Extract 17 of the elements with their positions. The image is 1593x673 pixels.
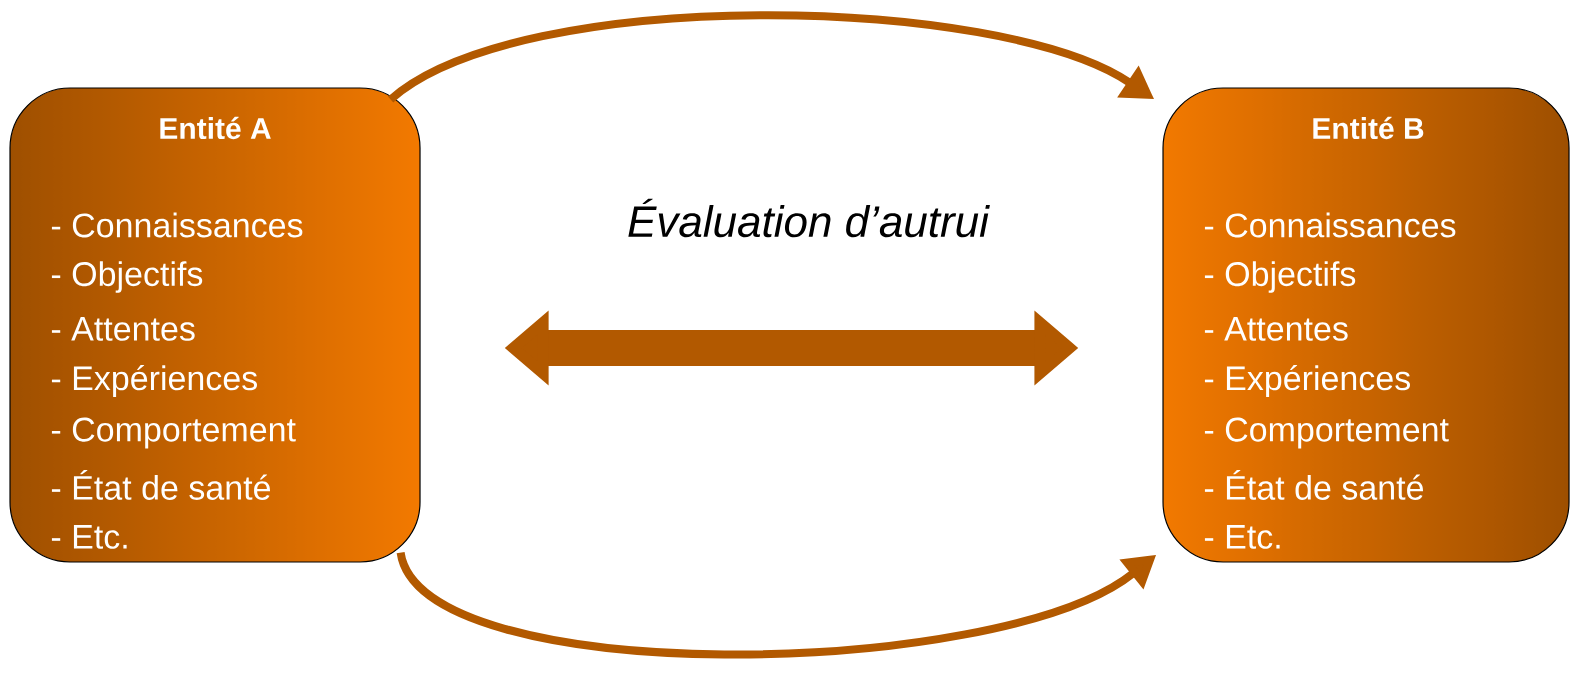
list-item: - Attentes — [51, 317, 195, 341]
list-item: - Etc. — [51, 525, 127, 549]
list-item: - Objectifs — [51, 261, 203, 293]
list-item: - Etc. — [1204, 525, 1280, 549]
list-item: - État de santé — [51, 470, 270, 500]
list-item: - Comportement — [1204, 417, 1449, 449]
box-heading: Entité B — [1313, 116, 1424, 140]
box-heading: Entité A — [160, 116, 271, 140]
list-item: - État de santé — [1204, 470, 1423, 500]
list-item: - Connaissances — [1204, 212, 1456, 238]
list-item: - Connaissances — [51, 212, 303, 238]
list-item: - Objectifs — [1204, 261, 1356, 293]
caption-text: Évaluation d’autrui — [628, 198, 990, 238]
list-item: - Expériences — [1204, 364, 1410, 398]
list-item: - Expériences — [51, 364, 257, 398]
list-item: - Attentes — [1204, 317, 1348, 341]
list-item: - Comportement — [51, 417, 296, 449]
